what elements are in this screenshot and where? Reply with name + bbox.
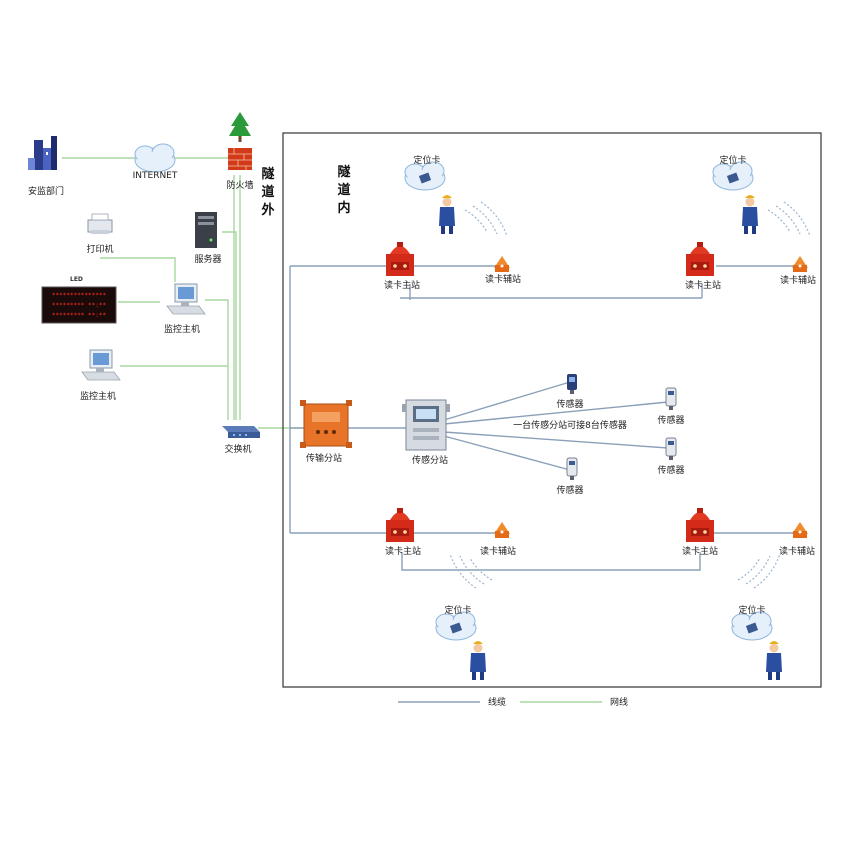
legend-network-label: 网线 — [610, 696, 628, 708]
server-link — [222, 231, 237, 420]
server-label: 服务器 — [194, 253, 221, 265]
led-tag: LED — [70, 276, 83, 283]
printer-label: 打印机 — [86, 243, 113, 255]
firewall-label: 防火墙 — [226, 179, 253, 191]
reader-aux-station-4 — [792, 522, 808, 538]
server-icon — [195, 212, 217, 248]
worker-icon-1 — [439, 195, 455, 234]
positioning-card-cloud-3 — [435, 611, 477, 641]
outside-label-1: 隧 — [261, 166, 274, 182]
monitor-1-link — [205, 299, 229, 420]
legend-bus-label: 线缆 — [488, 696, 506, 708]
sensor-line-2 — [443, 401, 669, 425]
signal-waves-1 — [464, 201, 508, 237]
sensor-label-4: 传感器 — [556, 484, 583, 496]
reader-master-station-2 — [686, 242, 714, 276]
outside-label-2: 道 — [261, 184, 274, 200]
led-board: *************** ********* **:** ********… — [41, 286, 117, 324]
card-label-3: 定位卡 — [444, 604, 471, 616]
sensor-label-3: 传感器 — [657, 464, 684, 476]
reader-aux-station-2 — [792, 256, 808, 272]
positioning-card-cloud-2 — [712, 161, 754, 191]
sensor-icon-4 — [566, 457, 578, 481]
worker-icon-3 — [470, 641, 486, 680]
switch-icon — [222, 426, 260, 438]
reader-aux-station-3 — [494, 522, 510, 538]
reader-aux-station-1 — [494, 256, 510, 272]
led-line-1: *************** — [52, 292, 107, 299]
reader-aux-label-4: 读卡辅站 — [779, 545, 815, 557]
reader-master-label-4: 读卡主站 — [682, 545, 718, 557]
sensor-line-1 — [443, 381, 571, 421]
sensor-icon-3 — [665, 437, 677, 461]
reader-aux-label-2: 读卡辅站 — [780, 274, 816, 286]
sensor-line-4 — [443, 435, 571, 471]
positioning-card-cloud-4 — [731, 611, 773, 641]
inside-label-1: 隧 — [337, 164, 350, 180]
signal-waves-4 — [737, 553, 781, 589]
reader-master-station-1 — [386, 242, 414, 276]
monitor-host-2-icon — [81, 349, 121, 381]
monitor-host-2-label: 监控主机 — [80, 390, 116, 402]
reader-master-label-1: 读卡主站 — [384, 279, 420, 291]
monitor-host-1-label: 监控主机 — [164, 323, 200, 335]
tree-icon — [229, 112, 251, 142]
reader-master-label-3: 读卡主站 — [385, 545, 421, 557]
led-line-3: ********* **:** — [52, 312, 107, 319]
sensor-icon-2 — [665, 387, 677, 411]
internet-cloud-icon — [134, 143, 176, 173]
supervision-building-icon — [28, 136, 57, 170]
reader-master-station-4 — [686, 508, 714, 542]
inside-label-3: 内 — [337, 200, 350, 216]
card-label-2: 定位卡 — [719, 154, 746, 166]
tunnel-border — [282, 132, 822, 688]
sensor-note: 一台传感分站可接8台传感器 — [513, 419, 627, 431]
sensor-substation-icon — [402, 399, 450, 451]
sensor-line-3 — [443, 431, 669, 449]
sensor-label-2: 传感器 — [657, 414, 684, 426]
transmission-substation-icon — [300, 400, 352, 448]
reader-master-label-2: 读卡主站 — [685, 279, 721, 291]
outside-label-3: 外 — [260, 202, 274, 218]
reader-master-station-3 — [386, 508, 414, 542]
worker-icon-2 — [742, 195, 758, 234]
card-label-1: 定位卡 — [413, 154, 440, 166]
sensor-icon-1 — [567, 374, 577, 394]
internet-label: INTERNET — [133, 171, 178, 181]
supervision-dept-label: 安监部门 — [28, 185, 64, 197]
switch-label: 交换机 — [224, 443, 251, 455]
reader-aux-label-1: 读卡辅站 — [485, 273, 521, 285]
worker-icon-4 — [766, 641, 782, 680]
printer-icon — [87, 213, 113, 234]
signal-waves-2 — [767, 201, 811, 237]
sensor-substation-label: 传感分站 — [412, 454, 448, 466]
monitor-host-1-icon — [166, 283, 206, 315]
inside-label-2: 道 — [337, 182, 350, 198]
positioning-card-cloud-1 — [404, 161, 446, 191]
reader-aux-label-3: 读卡辅站 — [480, 545, 516, 557]
transmission-substation-label: 传输分站 — [306, 452, 342, 464]
firewall-icon — [228, 148, 252, 170]
led-line-2: ********* **:** — [52, 302, 107, 309]
card-label-4: 定位卡 — [738, 604, 765, 616]
bus-bottom-mid — [401, 552, 701, 571]
printer-link — [100, 257, 176, 282]
signal-waves-3 — [449, 553, 493, 589]
sensor-label-1: 传感器 — [556, 398, 583, 410]
